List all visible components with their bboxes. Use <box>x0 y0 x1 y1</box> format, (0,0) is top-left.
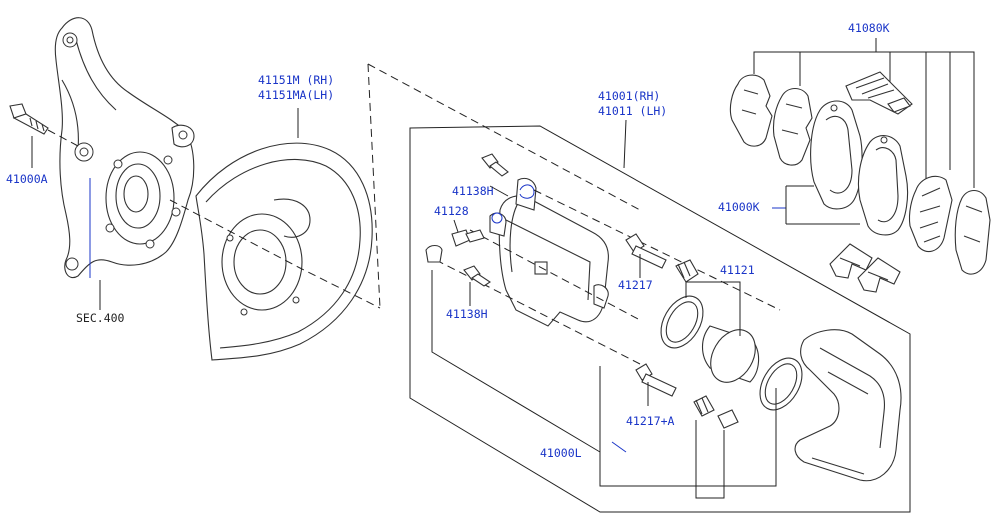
pad-retainer-clips <box>829 243 901 293</box>
leader-41000k <box>785 185 860 225</box>
label-41217: 41217 <box>618 278 653 292</box>
label-41217a: 41217+A <box>626 414 675 428</box>
pad-support-plate-top <box>908 175 953 253</box>
guide-pin-kit <box>635 363 739 429</box>
caliper-body <box>489 177 609 327</box>
steering-knuckle <box>54 17 195 278</box>
pad-wear-indicator-clips <box>845 71 913 115</box>
bleeder-o-ring <box>491 212 503 224</box>
label-41121: 41121 <box>720 263 755 277</box>
label-41138h-top: 41138H <box>452 184 494 198</box>
leader-41217a-bottom <box>695 420 725 499</box>
brake-pad-inner <box>857 135 909 236</box>
leader-41121-bottom <box>599 366 777 487</box>
dashed-border-top <box>367 63 641 211</box>
piston-seal-top <box>660 295 704 349</box>
dashed-bleeder-axis-2 <box>469 229 641 321</box>
piston-boot <box>759 357 803 411</box>
dashed-border-left <box>367 63 381 309</box>
dashed-pin-axis <box>533 189 781 311</box>
bleeder-bolt-top <box>481 153 509 177</box>
label-41138h-bottom: 41138H <box>446 307 488 321</box>
leader-41000l-blue <box>611 441 627 453</box>
guide-pin <box>625 233 699 283</box>
label-sec400: SEC.400 <box>76 311 125 325</box>
bleeder-screw <box>451 229 485 247</box>
bleeder-bolt-bottom <box>463 265 491 287</box>
piston <box>701 325 760 383</box>
label-41000k: 41000K <box>718 200 760 214</box>
brake-pad-outer <box>810 100 863 210</box>
bleeder-cap <box>425 244 443 263</box>
leader-41138h-top <box>489 185 509 197</box>
leader-41128 <box>453 219 459 233</box>
caliper-bracket <box>794 329 902 482</box>
bleeder-bracket-mark <box>519 184 535 199</box>
label-41001: 41001(RH) <box>598 89 660 103</box>
leader-41121 <box>685 281 741 336</box>
label-41000a: 41000A <box>6 172 48 186</box>
dust-shield <box>195 142 373 361</box>
label-41080k: 41080K <box>848 21 890 35</box>
pad-kit-leaders <box>753 38 975 200</box>
caliper-assembly-frame <box>409 125 911 513</box>
anti-squeal-shim-inner <box>772 87 813 166</box>
label-41128: 41128 <box>434 204 469 218</box>
label-41011: 41011 (LH) <box>598 104 667 118</box>
leader-41001 <box>623 119 627 169</box>
pad-support-plate-side <box>954 189 991 275</box>
label-41000l: 41000L <box>540 446 582 460</box>
label-41151ma: 41151MA(LH) <box>258 88 334 102</box>
label-41151m: 41151M (RH) <box>258 73 334 87</box>
leader-41000l-bleeder <box>431 270 601 453</box>
dashed-axis-knuckle <box>169 199 381 309</box>
knuckle-bolt <box>9 103 49 135</box>
anti-squeal-shim-outer <box>729 74 773 147</box>
